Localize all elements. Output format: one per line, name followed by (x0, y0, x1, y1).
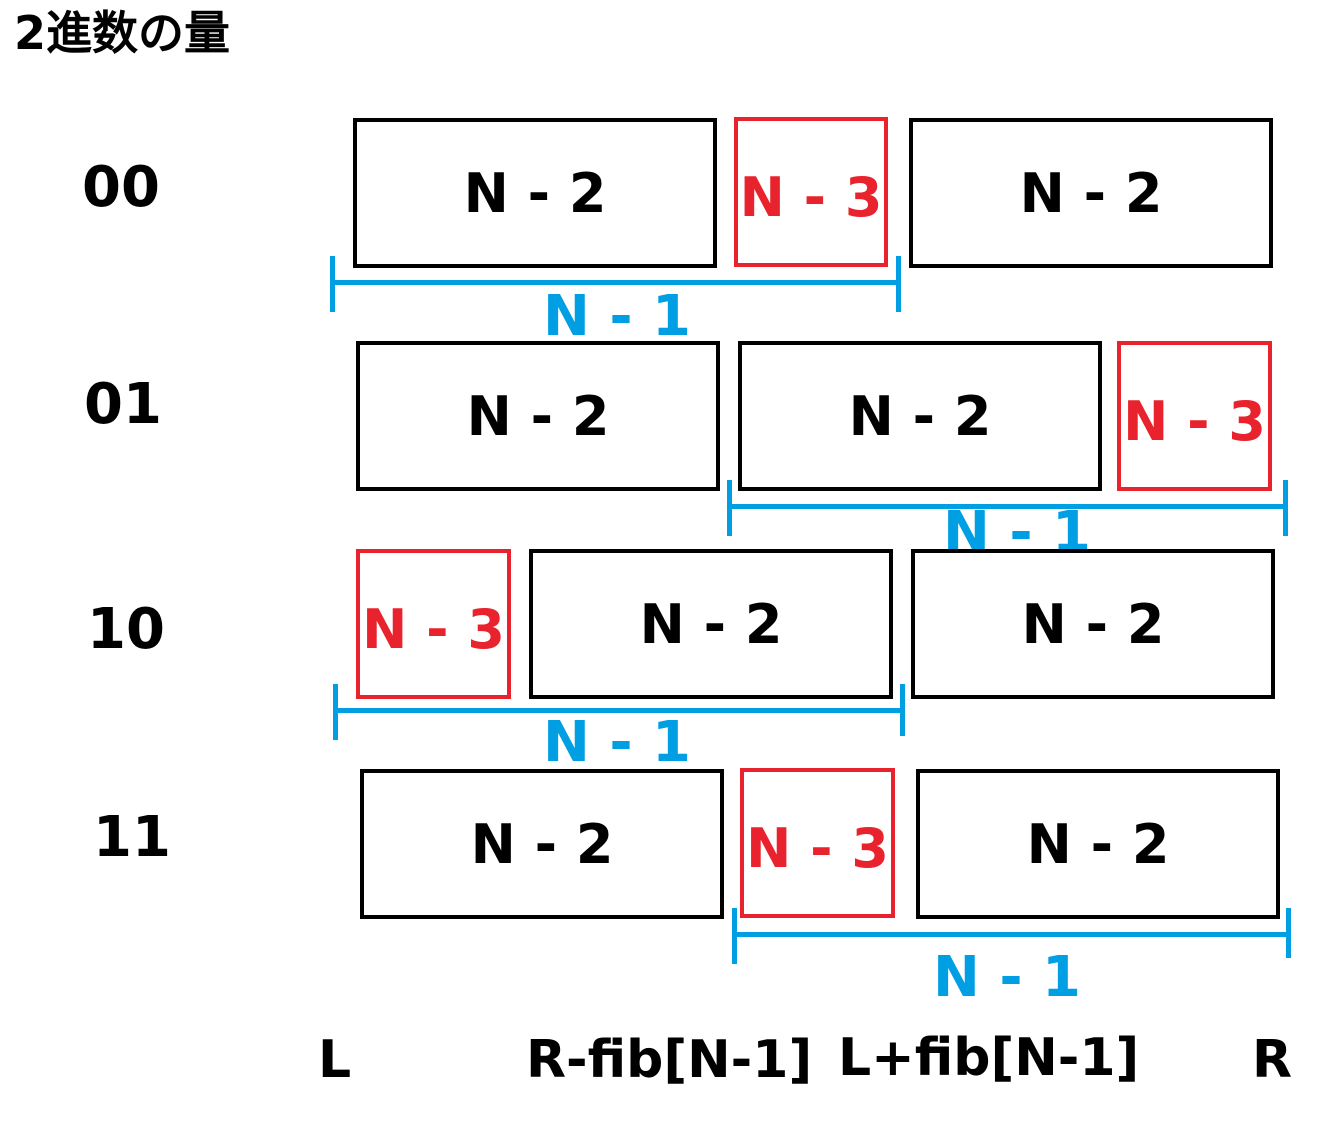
bracket-label-row3: N - 1 (932, 945, 1082, 1010)
bracket-line (333, 708, 905, 713)
box-row2-middle: N - 2 (529, 549, 893, 699)
row-label-01: 01 (84, 372, 162, 437)
bracket-tick-right (1283, 480, 1288, 536)
bracket-tick-left (330, 256, 335, 312)
diagram-title: 2進数の量 (14, 6, 231, 60)
bracket-row1 (727, 480, 1288, 538)
bracket-tick-left (732, 908, 737, 964)
box-row1-left: N - 2 (356, 341, 720, 491)
box-row3-right: N - 2 (916, 769, 1280, 919)
axis-label-l: L (318, 1030, 352, 1090)
box-row1-right: N - 3 (1117, 341, 1272, 491)
axis-label-r-minus-fib: R-fib[N-1] (526, 1030, 813, 1090)
bracket-tick-left (333, 684, 338, 740)
box-row1-middle: N - 2 (738, 341, 1102, 491)
box-row2-right: N - 2 (911, 549, 1275, 699)
bracket-tick-right (1286, 908, 1291, 958)
bracket-tick-right (900, 684, 905, 736)
bracket-tick-left (727, 480, 732, 536)
bracket-row2 (333, 684, 905, 742)
box-row3-left: N - 2 (360, 769, 724, 919)
bracket-line (727, 504, 1288, 509)
axis-label-r: R (1252, 1030, 1293, 1090)
box-row0-middle: N - 3 (734, 117, 888, 267)
row-label-10: 10 (87, 597, 165, 662)
box-row0-left: N - 2 (353, 118, 717, 268)
bracket-line (330, 280, 901, 285)
bracket-row0 (330, 256, 901, 314)
box-row3-middle: N - 3 (740, 768, 895, 918)
bracket-line (732, 932, 1291, 937)
bracket-label-row2: N - 1 (542, 710, 692, 775)
axis-label-l-plus-fib: L+fib[N-1] (838, 1028, 1140, 1088)
bracket-label-row0: N - 1 (542, 284, 692, 349)
row-label-11: 11 (93, 805, 171, 870)
box-row2-left: N - 3 (356, 549, 511, 699)
bracket-row3 (732, 908, 1291, 966)
bracket-tick-right (896, 256, 901, 312)
row-label-00: 00 (82, 155, 160, 220)
box-row0-right: N - 2 (909, 118, 1273, 268)
